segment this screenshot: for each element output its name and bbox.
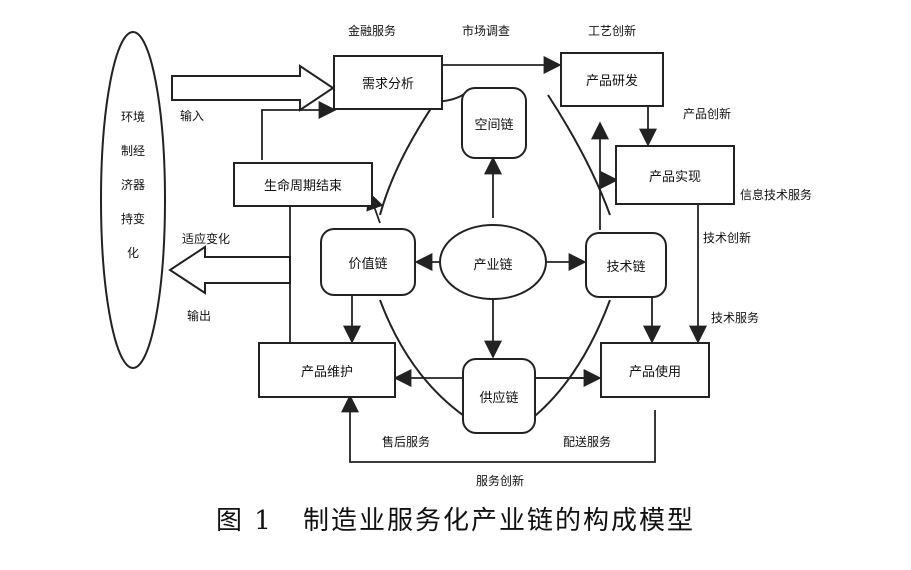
output-arrow [168,245,291,295]
label-after-sales: 售后服务 [382,435,431,449]
label-service-innovation: 服务创新 [476,474,525,488]
environment-line-2: 制经 [120,144,145,158]
environment-line-1: 环境 [120,110,145,124]
node-product-rnd: 产品研发 [560,52,664,107]
input-arrow [171,64,335,112]
environment-ellipse [100,31,166,369]
node-product-use: 产品使用 [600,342,710,398]
label-delivery: 配送服务 [563,435,612,449]
label-tech-innovation: 技术创新 [703,231,752,245]
figure-caption: 图 1 制造业服务化产业链的构成模型 [0,500,911,537]
environment-line-3: 济器 [120,178,145,192]
label-input: 输入 [180,109,205,123]
label-tech-service: 技术服务 [711,311,760,325]
label-market: 市场调查 [462,24,511,38]
node-industry-chain: 产业链 [473,258,513,273]
label-adapt: 适应变化 [182,232,231,246]
environment-text: 环境 制经 济器 持变 化 [113,100,153,270]
node-product-realization: 产品实现 [615,145,735,205]
node-lifecycle-end: 生命周期结束 [233,162,373,207]
node-tech-chain: 技术链 [585,232,667,298]
node-supply-chain: 供应链 [462,358,536,434]
environment-line-5: 化 [126,246,139,260]
node-product-maintenance: 产品维护 [258,342,396,398]
label-output: 输出 [187,309,212,323]
figure-number: 图 1 [215,506,273,536]
label-finance: 金融服务 [348,24,397,38]
node-demand-analysis: 需求分析 [333,55,443,110]
node-value-chain: 价值链 [320,228,416,296]
industry-chain-ellipse [439,224,547,300]
label-product-innovation: 产品创新 [683,107,732,121]
figure-title: 制造业服务化产业链的构成模型 [303,506,696,536]
label-info-tech: 信息技术服务 [740,188,813,202]
node-space-chain: 空间链 [461,87,527,159]
environment-line-4: 持变 [120,212,145,226]
label-craft: 工艺创新 [588,24,637,38]
